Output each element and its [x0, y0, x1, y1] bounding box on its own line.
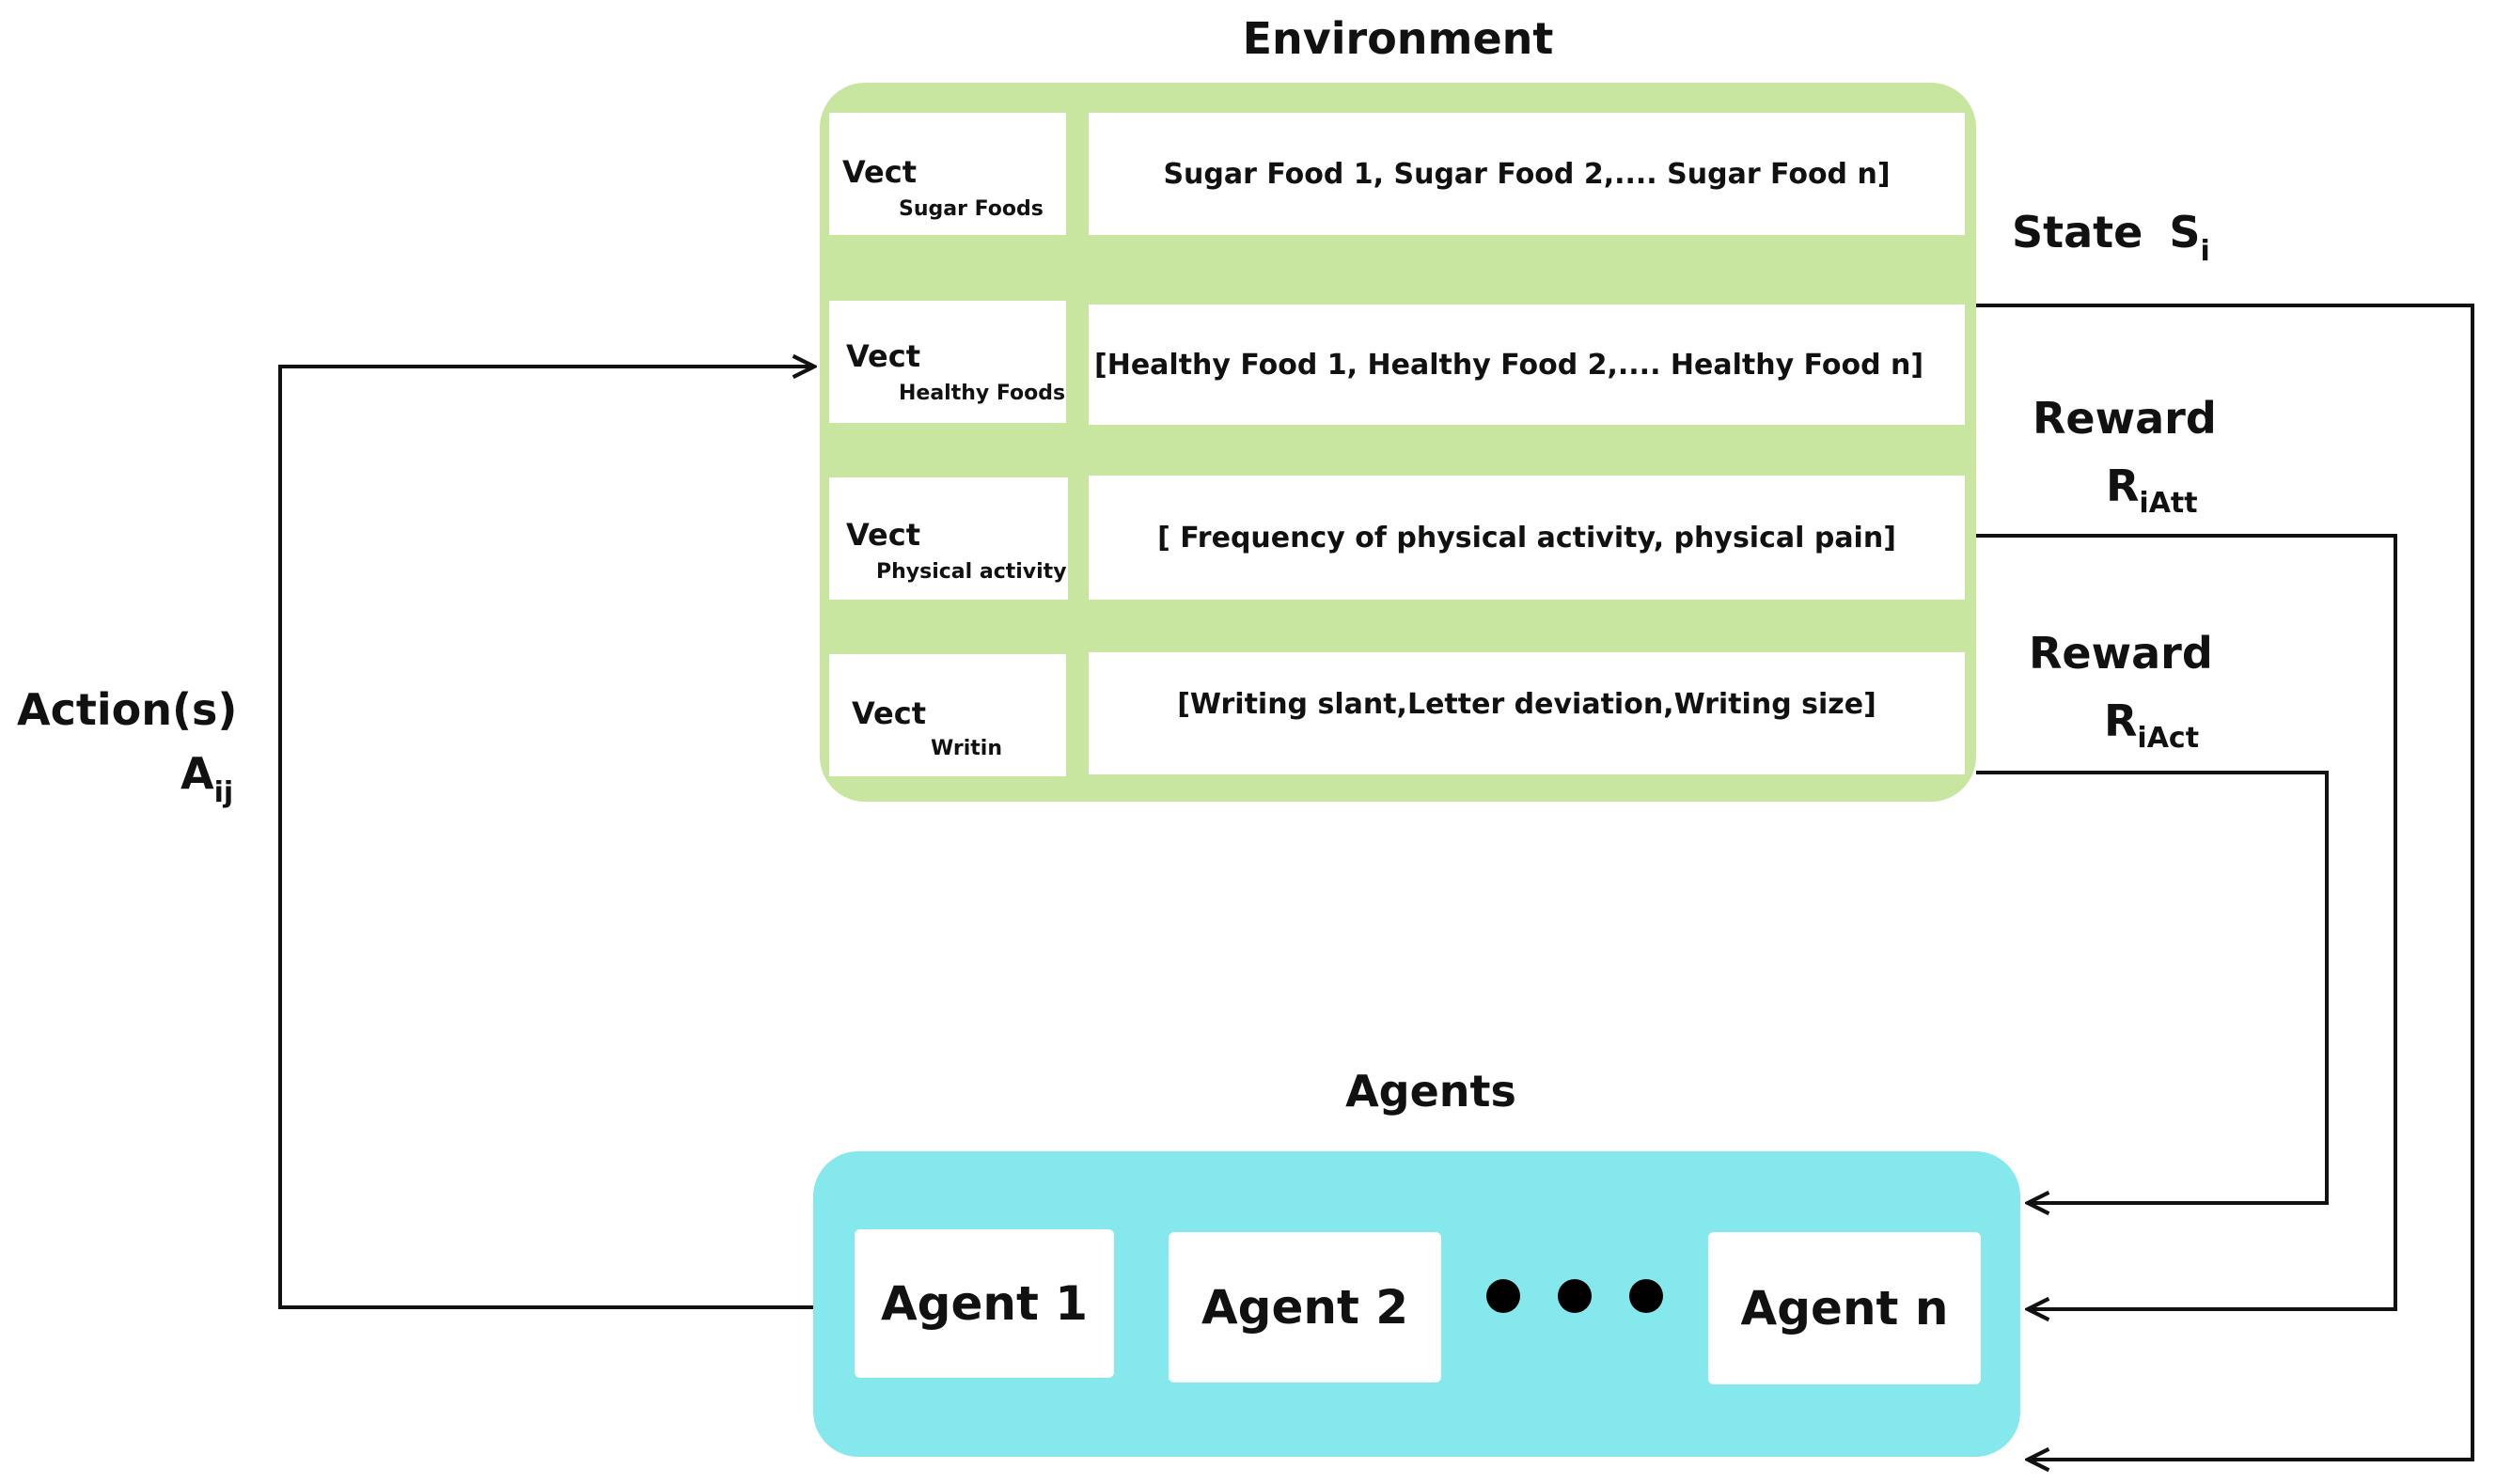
reward-att-symbol: RiAtt — [2106, 461, 2198, 520]
ellipsis-dot — [1629, 1279, 1663, 1313]
healthy-foods-value: [Healthy Food 1, Healthy Food 2,.... Hea… — [1089, 305, 1965, 425]
state-arrow — [1976, 304, 2474, 1460]
agents-title: Agents — [1345, 1066, 1516, 1117]
action-subscript: ij — [213, 776, 234, 809]
agent-2-card: Agent 2 — [1169, 1232, 1441, 1382]
vect-subscript: Writin — [931, 737, 1002, 760]
reward-act-arrow — [1976, 771, 2329, 1203]
reward-att-subscript: iAtt — [2139, 487, 2198, 520]
vect-text: Vect — [842, 154, 917, 190]
reward-att-arrow — [1976, 534, 2397, 1309]
vect-writing-label: Vect Writin — [829, 654, 1066, 776]
action-label: Action(s) — [17, 684, 238, 735]
reward-act-subscript: iAct — [2137, 722, 2200, 755]
vect-physical-activity-label: Vect Physical activity — [829, 477, 1068, 600]
reward-act-symbol-text: R — [2104, 695, 2138, 746]
agents-box: Agent 1 Agent 2 Agent n — [813, 1151, 2020, 1457]
vect-sugar-foods-label: Vect Sugar Foods — [829, 113, 1066, 235]
environment-title: Environment — [1242, 13, 1554, 64]
vect-text: Vect — [846, 338, 920, 374]
reward-act-symbol: RiAct — [2104, 695, 2199, 755]
vect-text: Vect — [852, 695, 926, 731]
ellipsis-dot — [1558, 1279, 1592, 1313]
state-label: State Si — [2012, 207, 2210, 268]
reward-att-symbol-text: R — [2106, 461, 2140, 511]
vect-subscript: Sugar Foods — [899, 197, 1044, 221]
physical-activity-value: [ Frequency of physical activity, physic… — [1089, 476, 1965, 600]
agent-n-card: Agent n — [1708, 1232, 1981, 1384]
environment-box: Vect Sugar Foods Sugar Food 1, Sugar Foo… — [820, 83, 1976, 802]
reward-act-label: Reward — [2029, 628, 2213, 679]
vect-healthy-foods-label: Vect Healthy Foods — [829, 301, 1066, 423]
vect-subscript: Healthy Foods — [899, 382, 1066, 405]
state-symbol: S — [2169, 207, 2201, 258]
action-symbol: Aij — [181, 748, 233, 809]
vect-text: Vect — [846, 517, 920, 553]
ellipsis-dot — [1486, 1279, 1520, 1313]
vect-subscript: Physical activity — [876, 560, 1067, 584]
action-arrow — [278, 367, 814, 1309]
state-subscript: i — [2200, 235, 2210, 268]
state-label-text: State — [2012, 207, 2143, 258]
sugar-foods-value: Sugar Food 1, Sugar Food 2,.... Sugar Fo… — [1089, 113, 1965, 235]
action-symbol-text: A — [181, 748, 214, 799]
writing-value: [Writing slant,Letter deviation,Writing … — [1089, 652, 1965, 774]
reward-att-label: Reward — [2033, 393, 2217, 444]
agent-1-card: Agent 1 — [855, 1229, 1114, 1378]
